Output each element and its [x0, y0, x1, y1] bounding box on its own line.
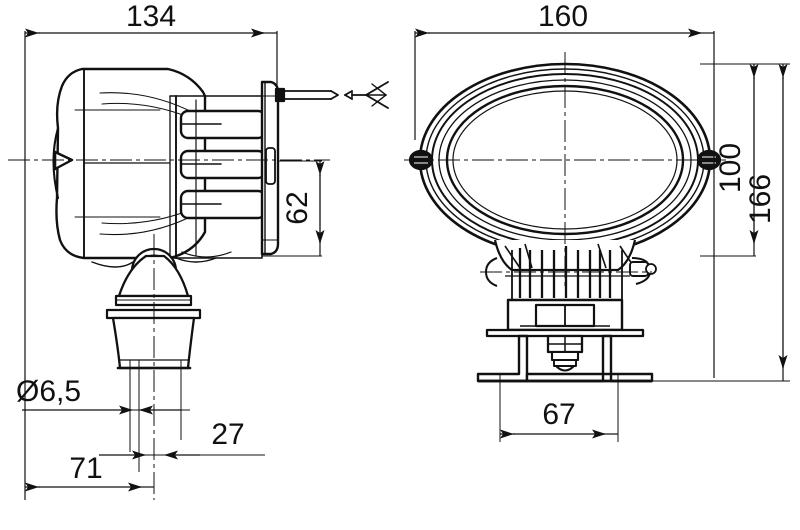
dimension-166 [652, 63, 790, 382]
dim-166-label: 166 [744, 174, 777, 224]
dimension-134 [24, 28, 278, 120]
side-view [52, 67, 389, 370]
dim-134-label: 134 [126, 0, 176, 33]
dim-67-label: 67 [542, 398, 575, 431]
dimension-texts: 134 62 Ø6,5 27 71 160 100 166 67 [16, 0, 777, 485]
dimension-67 [499, 374, 619, 442]
front-view-centrelines [404, 52, 726, 290]
dim-100-label: 100 [714, 143, 747, 193]
dim-160-label: 160 [538, 0, 588, 33]
dimension-lines [22, 28, 790, 500]
side-view-centrelines [8, 159, 330, 500]
front-view-adjuster-block [506, 298, 624, 332]
dimension-71 [24, 120, 154, 500]
dim-diameter-6-5-label: Ø6,5 [16, 375, 81, 408]
dimension-160 [414, 28, 715, 378]
side-view-cable [274, 81, 389, 109]
dim-27-label: 27 [211, 418, 244, 451]
dim-62-label: 62 [281, 191, 314, 224]
front-view [408, 62, 722, 383]
front-view-centre-bolt [546, 334, 584, 372]
dimension-62 [262, 160, 325, 257]
front-view-mount-bracket [476, 328, 654, 383]
side-view-rear-cover [260, 80, 280, 256]
dim-71-label: 71 [69, 452, 102, 485]
